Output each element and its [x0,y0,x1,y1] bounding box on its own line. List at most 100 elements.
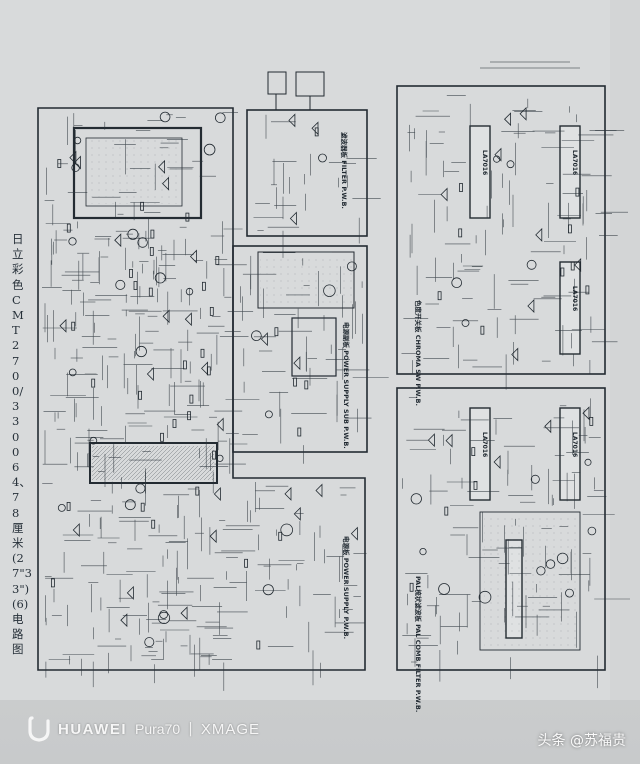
schematic-component [189,249,197,264]
schematic-component [575,187,580,197]
schematic-component [138,390,143,400]
schematic-component [506,160,515,169]
schematic-component [459,183,463,192]
schematic-component [480,325,485,335]
schematic-component [203,143,216,156]
schematic-component [526,259,537,270]
schematic-component [68,237,77,246]
schematic-component [209,306,214,316]
schematic-component [201,281,206,291]
schematic-component [530,474,540,484]
schematic-component [69,150,77,165]
schematic-sheet [37,61,630,691]
schematic-component [544,419,552,434]
schematic-component [589,416,594,426]
power-sub-board-outline [232,245,368,453]
schematic-component [264,410,273,419]
schematic-component [172,419,177,428]
schematic-component [570,261,575,271]
schematic-component [137,237,148,248]
schematic-component [289,211,297,226]
schematic-component [445,433,453,448]
schematic-component [72,523,80,537]
schematic-component [150,229,155,239]
schematic-component [66,501,71,511]
schematic-component [438,583,451,595]
main-board-outline [37,107,366,671]
power-main-board-label: 电源板 POWER SUPPLY P.W.B. [342,536,350,640]
schematic-component [278,531,283,541]
schematic-component [73,155,81,170]
schematic-title: 日立 彩色 CMT2700/3300 64、78厘米(27"33")(6)电路图 [12,232,32,657]
schematic-component [209,529,217,544]
schematic-component [129,268,133,278]
schematic-component [350,526,358,541]
schematic-component [216,417,224,432]
ic-label: LA7016 [481,432,488,458]
schematic-component [256,640,261,650]
camera-brand: HUAWEI [58,720,127,738]
leica-style-logo-icon [28,716,50,742]
schematic-component [213,487,221,501]
schematic-component [260,332,268,347]
schematic-component [519,106,527,121]
schematic-component [154,272,166,284]
ic-pal-1 [469,407,491,501]
camera-watermark: HUAWEI Pura70 | XMAGE [28,716,260,742]
schematic-component [115,279,126,290]
schematic-component [185,212,190,222]
schematic-component [71,321,76,331]
schematic-component [451,277,463,289]
schematic-component [135,345,147,358]
schematic-component [458,228,463,238]
ic-label: LA7016 [571,286,578,312]
schematic-component [288,113,296,128]
ic-label: LA7016 [571,432,578,458]
schematic-component [410,493,422,505]
filter-board-outline [246,109,368,237]
schematic-component [461,319,470,327]
schematic-component [560,267,565,277]
schematic-component [215,256,220,265]
schematic-component [527,299,535,313]
schematic-component [162,309,170,324]
schematic-component [262,584,274,596]
schematic-component [494,147,502,162]
schematic-component [587,526,597,536]
schematic-component [293,506,301,521]
schematic-component [315,483,323,498]
schematic-component [274,327,279,337]
schematic-component [493,455,501,469]
schematic-component [187,411,192,421]
schematic-component [182,360,187,370]
author-credit: 头条 @苏福贵 [537,733,626,749]
schematic-component [568,224,572,234]
control-ic-block [72,126,203,220]
schematic-component [440,187,448,202]
schematic-component [419,547,427,556]
watermark-separator: | [188,721,193,737]
schematic-component [124,499,136,511]
schematic-component [293,377,298,387]
schematic-component [511,347,519,362]
camera-model: Pura70 [135,721,181,737]
hybrid-block [89,442,218,484]
schematic-component [148,287,153,297]
schematic-component [73,136,82,145]
schematic-component [180,606,188,621]
schematic-component [473,480,478,490]
schematic-component [195,486,200,496]
ic-label: LA7016 [481,150,488,176]
schematic-component [133,281,138,290]
schematic-component [280,523,294,537]
schematic-component [144,637,155,648]
schematic-component [189,394,194,404]
schematic-component [91,378,96,388]
schematic-component [185,287,194,296]
schematic-component [244,558,249,568]
chroma-sw-board-outline [396,85,606,375]
schematic-component [471,447,476,457]
ic-pal-2 [559,407,581,501]
schematic-component [444,506,449,516]
ic-chroma-1 [469,125,491,219]
